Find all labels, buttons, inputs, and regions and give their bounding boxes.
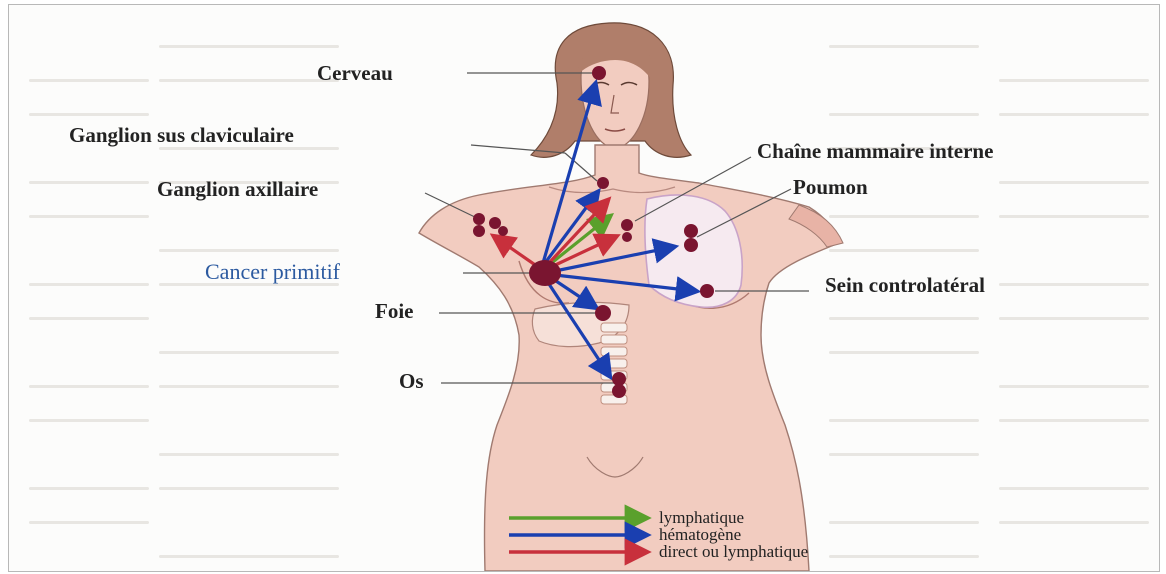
node-chaine-1 — [621, 219, 633, 231]
node-axillaire-4 — [498, 226, 508, 236]
legend-label-hematogene: hématogène — [659, 526, 741, 543]
figure-frame: Cerveau Ganglion sus claviculaire Gangli… — [8, 4, 1160, 572]
node-cancer-primitif — [529, 260, 561, 286]
node-axillaire-2 — [489, 217, 501, 229]
node-poumon-1 — [684, 224, 698, 238]
label-cancer-primitif: Cancer primitif — [205, 261, 340, 283]
label-ganglion-axillaire: Ganglion axillaire — [157, 179, 318, 200]
legend-label-direct-ou-lymphatique: direct ou lymphatique — [659, 543, 808, 560]
label-cerveau: Cerveau — [317, 63, 393, 84]
node-foie — [595, 305, 611, 321]
node-axillaire-3 — [473, 225, 485, 237]
label-foie: Foie — [375, 301, 413, 322]
metastasis-diagram — [9, 5, 1159, 571]
body — [419, 145, 839, 571]
label-poumon: Poumon — [793, 177, 868, 198]
label-sein-controlateral: Sein controlatéral — [825, 275, 985, 296]
node-poumon-2 — [684, 238, 698, 252]
node-chaine-2 — [622, 232, 632, 242]
node-os-2 — [612, 384, 626, 398]
label-chaine-mammaire-interne: Chaîne mammaire interne — [757, 141, 993, 162]
node-cerveau — [592, 66, 606, 80]
node-sein — [700, 284, 714, 298]
node-ganglion-sus — [597, 177, 609, 189]
legend-label-lymphatique: lymphatique — [659, 509, 744, 526]
node-os-1 — [612, 372, 626, 386]
label-os: Os — [399, 371, 424, 392]
label-ganglion-sus-claviculaire: Ganglion sus claviculaire — [69, 125, 294, 146]
node-axillaire-1 — [473, 213, 485, 225]
